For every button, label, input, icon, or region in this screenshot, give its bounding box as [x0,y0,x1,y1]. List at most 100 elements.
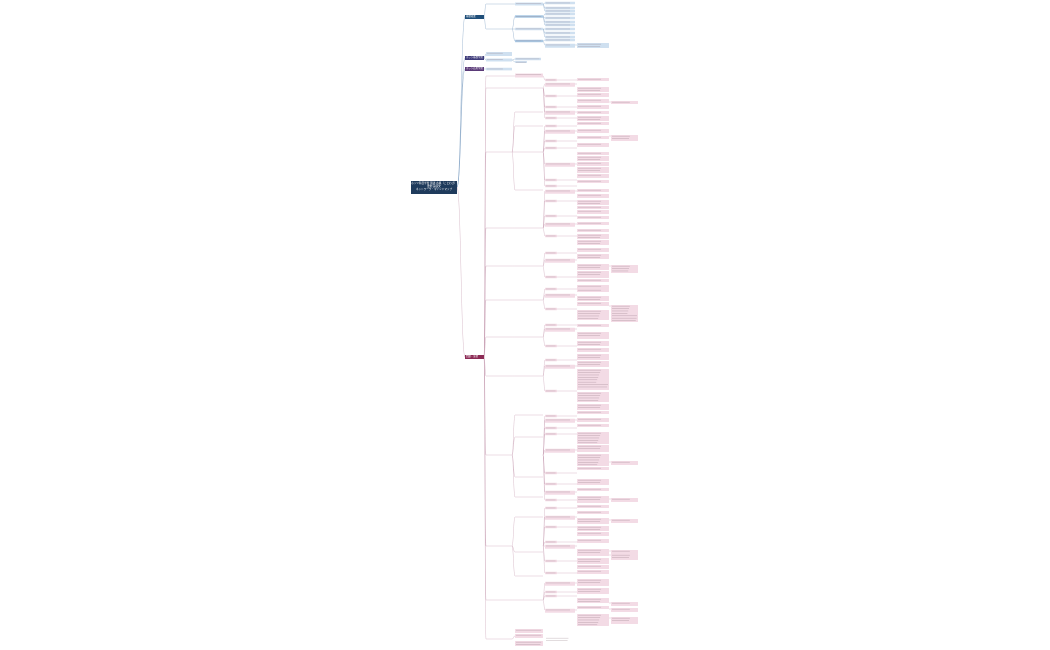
leaf-node[interactable] [545,414,557,418]
leaf-node[interactable] [545,9,575,13]
leaf-node[interactable] [577,588,609,594]
leaf-node[interactable] [515,2,543,6]
side-note-node[interactable] [611,498,638,502]
note-node[interactable] [545,637,573,643]
leaf-node[interactable] [577,229,609,232]
leaf-node[interactable] [545,43,575,48]
leaf-node[interactable] [545,162,575,167]
leaf-node[interactable] [515,629,543,633]
leaf-node[interactable] [577,167,609,173]
leaf-node[interactable] [545,1,575,5]
branch-node-basics[interactable]: 基礎知識 [465,14,484,19]
leaf-node[interactable] [577,156,609,161]
side-note-node[interactable] [611,602,638,606]
leaf-node[interactable] [545,116,557,120]
leaf-node[interactable] [577,404,609,410]
leaf-node[interactable] [577,162,609,166]
leaf-node[interactable] [577,418,609,422]
leaf-node[interactable] [577,361,609,367]
leaf-node[interactable] [545,571,557,575]
leaf-node[interactable] [545,426,557,430]
leaf-node[interactable] [545,275,557,279]
leaf-node[interactable] [545,594,557,598]
central-topic-node[interactable]: ホッツ科目学習 国語 古典（ことわざ） 要約 論説文 ネットワーク・マインドマッ… [411,181,457,194]
leaf-node[interactable] [545,38,575,42]
leaf-node[interactable] [577,216,609,219]
leaf-node[interactable] [545,110,575,115]
leaf-node[interactable] [577,122,609,125]
leaf-node[interactable] [545,418,575,423]
leaf-node[interactable] [545,448,575,453]
leaf-node[interactable] [515,61,527,63]
side-note-node[interactable] [611,101,638,104]
leaf-node[interactable] [545,6,575,10]
side-note-node[interactable] [611,617,638,624]
leaf-node[interactable] [545,258,575,263]
leaf-node[interactable] [577,614,609,626]
leaf-node[interactable] [545,139,557,143]
leaf-node[interactable] [545,581,575,586]
leaf-node[interactable] [577,598,609,603]
leaf-node[interactable] [545,199,557,203]
leaf-node[interactable] [545,251,557,255]
leaf-node[interactable] [577,392,609,402]
leaf-node[interactable] [545,31,575,35]
leaf-node[interactable] [577,285,609,289]
leaf-node[interactable] [545,105,557,109]
leaf-node[interactable] [545,184,557,188]
leaf-node[interactable] [577,432,609,444]
leaf-node[interactable] [577,310,609,320]
side-note-node[interactable] [611,550,638,554]
leaf-node[interactable] [577,606,609,609]
leaf-node[interactable] [577,488,609,491]
leaf-node[interactable] [577,194,609,198]
leaf-node[interactable] [545,35,575,39]
leaf-node[interactable] [545,471,557,475]
leaf-node[interactable] [577,324,609,327]
branch-node-applied-study[interactable]: ホッツ応用学習 [465,67,484,71]
leaf-node[interactable] [545,506,557,510]
leaf-node[interactable] [515,15,543,18]
leaf-node[interactable] [577,271,609,278]
leaf-node[interactable] [545,515,575,520]
side-note-node[interactable] [611,554,638,560]
leaf-node[interactable] [577,505,609,508]
note-node[interactable] [577,43,609,48]
leaf-node[interactable] [577,496,609,503]
leaf-node[interactable] [577,511,609,514]
leaf-node[interactable] [515,73,543,78]
leaf-node[interactable] [577,264,609,270]
leaf-node[interactable] [577,180,609,183]
leaf-node[interactable] [577,206,609,209]
leaf-node[interactable] [545,94,557,98]
leaf-node[interactable] [577,518,609,524]
leaf-node[interactable] [545,364,575,369]
leaf-node[interactable] [545,544,575,549]
leaf-node[interactable] [545,16,575,20]
leaf-node[interactable] [545,482,557,486]
leaf-node[interactable] [545,23,575,27]
leaf-node[interactable] [577,93,609,97]
leaf-node[interactable] [577,532,609,536]
leaf-node[interactable] [577,332,609,339]
leaf-node[interactable] [577,174,609,178]
leaf-node[interactable] [577,116,609,121]
leaf-node[interactable] [577,289,609,292]
leaf-node[interactable] [577,302,609,306]
leaf-node[interactable] [577,210,609,214]
leaf-node[interactable] [545,432,557,436]
leaf-node[interactable] [577,99,609,103]
leaf-node[interactable] [577,565,609,569]
side-note-node[interactable] [611,608,638,612]
leaf-node[interactable] [545,559,557,563]
side-note-node[interactable] [611,305,638,322]
branch-node-basic-study[interactable]: ホッツ基礎学習 [465,56,484,60]
leaf-node[interactable] [545,189,575,194]
leaf-node[interactable] [577,467,609,470]
leaf-node[interactable] [577,579,609,586]
leaf-node[interactable] [545,540,557,544]
leaf-node[interactable] [577,348,609,352]
leaf-node[interactable] [545,146,557,150]
leaf-node[interactable] [577,136,609,139]
leaf-node[interactable] [577,200,609,205]
